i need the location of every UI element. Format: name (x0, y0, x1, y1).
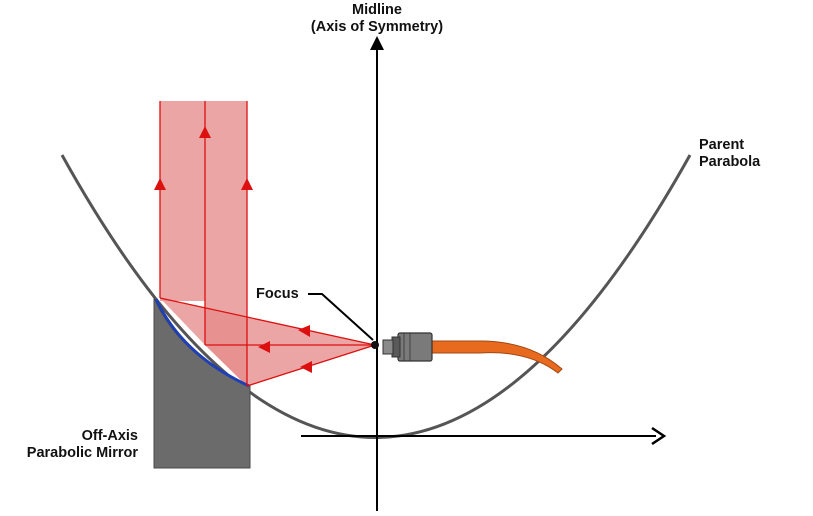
parent-parabola-curve (60, 154, 692, 439)
up-arrow-icon (241, 178, 253, 190)
ray-lines (159, 101, 376, 387)
diverging-beam-lower (205, 301, 247, 386)
focus-leader-line (308, 293, 374, 341)
off-axis-mirror-label: Off-Axis Parabolic Mirror (26, 428, 138, 461)
up-arrow-icon (154, 178, 166, 190)
midline-arrowhead (370, 36, 384, 50)
ray-arrows (154, 126, 312, 373)
left-arrow-icon (300, 361, 312, 373)
horizontal-axis-arrowhead (651, 426, 667, 446)
mirror-reflective-surface (154, 298, 250, 388)
midline-label: Midline (Axis of Symmetry) (310, 2, 444, 35)
focus-point-icon (371, 341, 379, 349)
left-arrow-icon (298, 325, 310, 337)
parent-parabola-label: Parent Parabola (699, 137, 761, 170)
fiber-optic-connector-icon (382, 332, 563, 374)
focus-label: Focus (256, 286, 299, 302)
left-arrow-icon (258, 341, 270, 353)
up-arrow-icon (199, 126, 211, 138)
